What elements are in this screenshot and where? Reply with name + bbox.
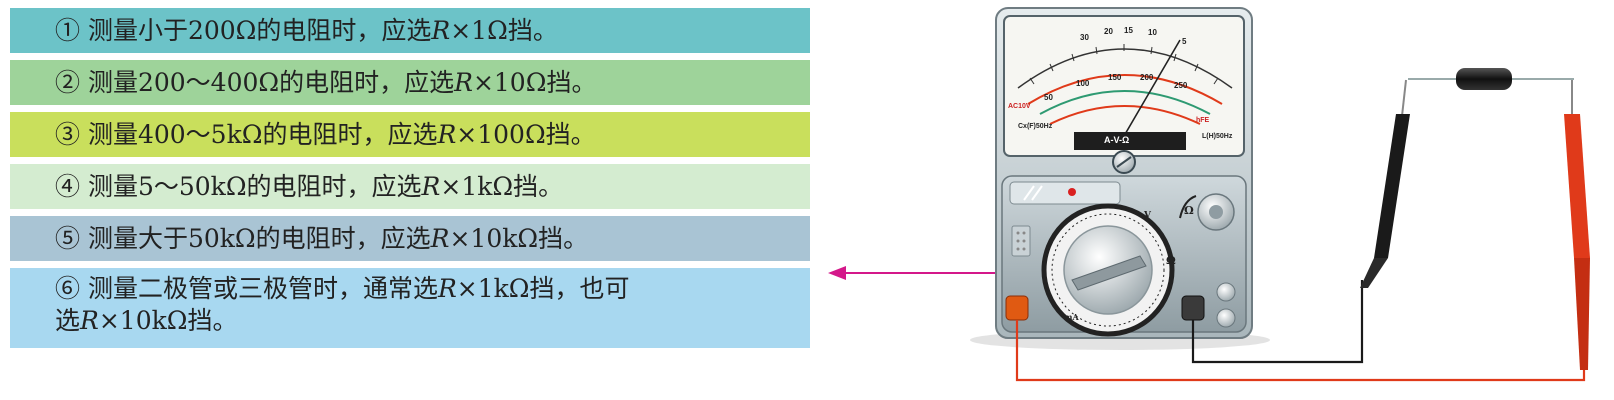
scale-num: 10 [1148,28,1157,37]
resistor [1408,68,1574,90]
red-wire [1015,320,1586,382]
black-probe [1360,79,1410,288]
range-row-6: ⑥ 测量二极管或三极管时，通常选R×1kΩ挡，也可 选R×10kΩ挡。 [10,268,810,348]
dial-v-label: V [1143,211,1152,221]
range-row-5: ⑤ 测量大于50kΩ的电阻时，应选R×10kΩ挡。 [10,216,810,261]
scale-num: 20 [1104,27,1113,36]
meter-needle [1123,39,1181,137]
range-text-3: ③ 测量400～5kΩ的电阻时，应选R×100Ω挡。 [55,119,596,149]
scale-label-hfe: hFE [1196,117,1210,124]
dial-pointer [1071,255,1147,291]
scale-num: 5 [1182,37,1187,46]
black-wire [1191,280,1364,364]
dial-ohm-label: Ω [1166,254,1176,267]
scale-label-l: L(H)50Hz [1202,133,1233,140]
range-text-2: ② 测量200～400Ω的电阻时，应选R×10Ω挡。 [55,67,597,97]
multimeter: 30 20 15 10 5 50 100 150 200 250 AC10V C… [995,7,1253,339]
range-row-2: ② 测量200～400Ω的电阻时，应选R×10Ω挡。 [10,60,810,105]
scale-num: 150 [1108,73,1122,82]
indicator-strip [1009,181,1121,205]
black-jack [1181,295,1205,321]
scale-num: 200 [1140,73,1154,82]
scale-label-ac: AC10V [1008,103,1031,110]
dial-ma-label: mA [1064,312,1079,322]
range-text-4: ④ 测量5～50kΩ的电阻时，应选R×1kΩ挡。 [55,171,564,201]
scale-num: 15 [1124,26,1133,35]
scale-num: 30 [1080,33,1089,42]
range-row-1: ① 测量小于200Ω的电阻时，应选R×1Ω挡。 [10,8,810,53]
scale-num: 50 [1044,93,1053,102]
side-ohm-label: Ω [1184,204,1194,217]
range-text-6: ⑥ 测量二极管或三极管时，通常选R×1kΩ挡，也可 选R×10kΩ挡。 [55,274,630,335]
scale-label-cx: Cx(F)50Hz [1018,123,1053,130]
range-row-3: ③ 测量400～5kΩ的电阻时，应选R×100Ω挡。 [10,112,810,157]
indicator-led [1068,188,1076,196]
scale-center-label: A-V-Ω [1104,135,1129,145]
red-jack [1005,295,1029,321]
red-probe [1564,80,1590,370]
scale-num: 100 [1076,79,1090,88]
scale-num: 250 [1174,81,1188,90]
range-text-5: ⑤ 测量大于50kΩ的电阻时，应选R×10kΩ挡。 [55,223,589,253]
side-switch [1011,225,1031,257]
range-row-4: ④ 测量5～50kΩ的电阻时，应选R×1kΩ挡。 [10,164,810,209]
range-text-1: ① 测量小于200Ω的电阻时，应选R×1Ω挡。 [55,15,558,45]
